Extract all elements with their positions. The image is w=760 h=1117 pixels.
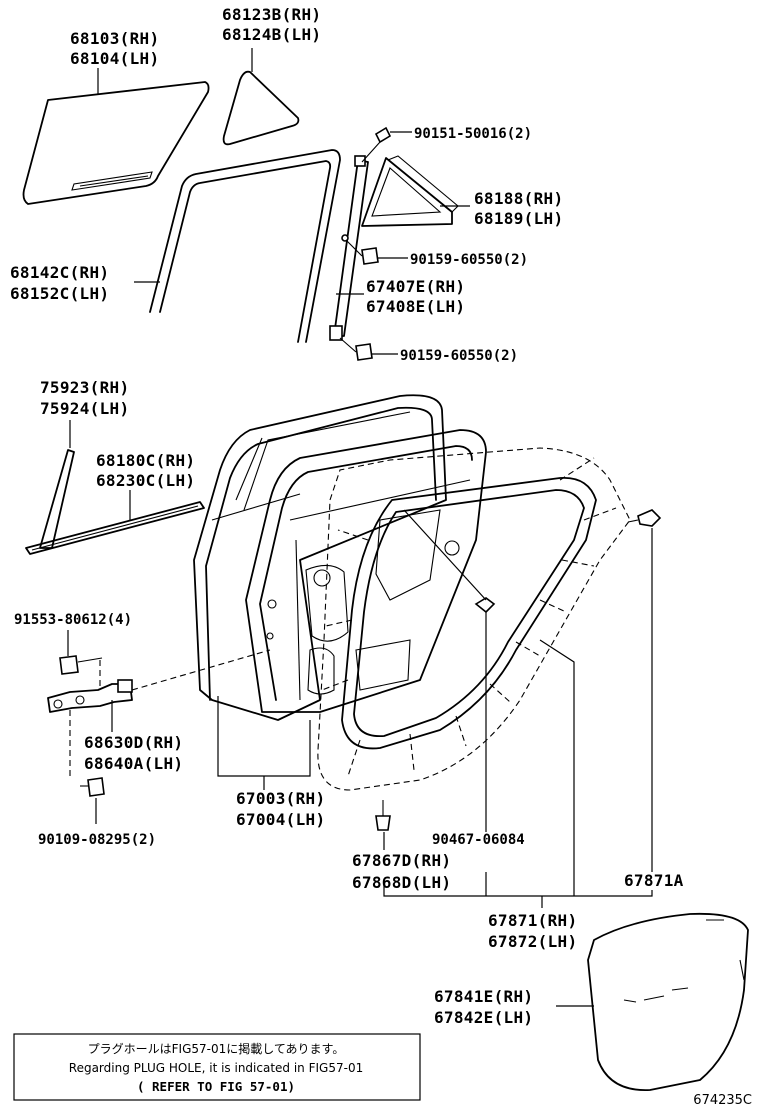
label-clip-screw: 90151-50016(2) xyxy=(414,126,532,142)
label-hinge-bolt: 91553-80612(4) xyxy=(14,612,132,628)
label-weatherstrip-lh: 67872(LH) xyxy=(488,932,577,951)
rear-door-inner-frame xyxy=(245,429,487,713)
label-bolt-lower: 90159-60550(2) xyxy=(400,348,518,364)
note-english: Regarding PLUG HOLE, it is indicated in … xyxy=(69,1061,363,1075)
label-quarter-glass-lh: 68124B(LH) xyxy=(222,25,321,44)
label-run-rh: 68142C(RH) xyxy=(10,263,109,282)
leader-plug-diag xyxy=(403,509,487,601)
bolt-lower-icon xyxy=(339,337,373,361)
bolt-upper-icon xyxy=(341,234,379,265)
label-quarter-glass-rh: 68123B(RH) xyxy=(222,5,321,24)
leader-door-panel xyxy=(217,696,311,777)
label-weatherstrip-sub: 67871A xyxy=(624,871,684,890)
leader-weatherstrip-main xyxy=(539,639,575,896)
label-clip-lh: 67868D(LH) xyxy=(352,873,451,892)
hinge-mount-axis xyxy=(131,649,271,691)
label-hinge-rh: 68630D(RH) xyxy=(84,733,183,752)
plug-icon xyxy=(474,597,496,614)
belt-moulding xyxy=(25,501,205,555)
door-weatherstrip xyxy=(341,477,597,750)
glass-run xyxy=(149,149,341,343)
door-glass xyxy=(22,81,210,205)
rear-door-outer-panel xyxy=(193,394,447,721)
weatherstrip-clip-icon xyxy=(627,509,662,527)
label-hinge-lh: 68640A(LH) xyxy=(84,754,183,773)
label-garnish-lh: 75924(LH) xyxy=(40,399,129,418)
quarter-window-frame xyxy=(361,155,459,227)
label-bolt-upper: 90159-60550(2) xyxy=(410,252,528,268)
label-hole-cover-rh: 67841E(RH) xyxy=(434,987,533,1006)
label-run-lh: 68152C(LH) xyxy=(10,284,109,303)
hinge-screw-icon xyxy=(80,777,105,797)
label-glass-rh: 68103(RH) xyxy=(70,29,159,48)
label-belt-moulding-lh: 68230C(LH) xyxy=(96,471,195,490)
label-hinge-screw: 90109-08295(2) xyxy=(38,832,156,848)
note-box: プラグホールはFIG57-01に掲載してあります。 Regarding PLUG… xyxy=(13,1033,421,1101)
label-glass-lh: 68104(LH) xyxy=(70,49,159,68)
hinge-bolt-icon xyxy=(59,655,103,675)
door-hinge xyxy=(47,679,133,713)
weatherstrip-hatch xyxy=(321,457,617,777)
leader-weatherstrip-bracket xyxy=(383,882,653,897)
label-weatherstrip-rh: 67871(RH) xyxy=(488,911,577,930)
label-door-panel-rh: 67003(RH) xyxy=(236,789,325,808)
quarter-glass xyxy=(222,70,300,146)
label-division-bar-rh: 67407E(RH) xyxy=(366,277,465,296)
label-door-panel-lh: 67004(LH) xyxy=(236,810,325,829)
clip-screw-icon xyxy=(361,126,392,163)
clip-icon xyxy=(375,800,391,831)
door-outline-dashed xyxy=(317,447,631,791)
label-plug: 90467-06084 xyxy=(432,832,525,848)
service-hole-cover xyxy=(587,912,749,1091)
note-japanese: プラグホールはFIG57-01に掲載してあります。 xyxy=(88,1041,345,1056)
label-hole-cover-lh: 67842E(LH) xyxy=(434,1008,533,1027)
label-division-bar-lh: 67408E(LH) xyxy=(366,297,465,316)
figure-id: 674235C xyxy=(693,1093,752,1108)
label-garnish-rh: 75923(RH) xyxy=(40,378,129,397)
door-garnish xyxy=(39,449,75,549)
note-reference: ( REFER TO FIG 57-01) xyxy=(137,1079,295,1094)
label-quarter-frame-rh: 68188(RH) xyxy=(474,189,563,208)
label-quarter-frame-lh: 68189(LH) xyxy=(474,209,563,228)
label-clip-rh: 67867D(RH) xyxy=(352,851,451,870)
label-belt-moulding-rh: 68180C(RH) xyxy=(96,451,195,470)
division-bar xyxy=(329,155,369,341)
